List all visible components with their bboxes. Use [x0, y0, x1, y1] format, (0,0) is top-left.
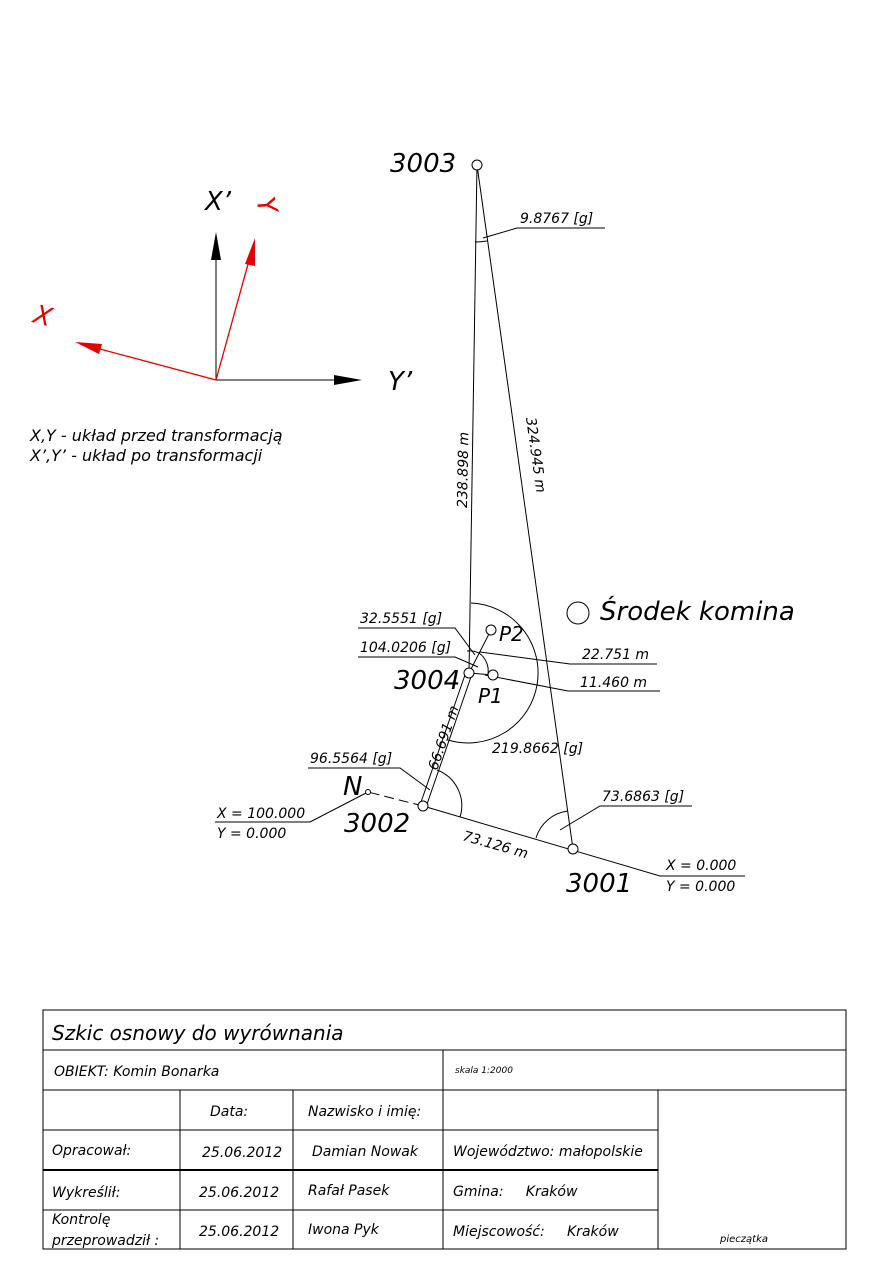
label-3001: 3001: [566, 869, 632, 899]
angle-73: 73.6863 [g]: [602, 789, 684, 805]
x-prime-arrow-icon: [211, 232, 221, 260]
dist-3003-3001: 324.945 m: [522, 416, 548, 493]
scale: skala 1:2000: [455, 1066, 513, 1076]
row-role: Opracował:: [52, 1143, 131, 1159]
col-name: Nazwisko i imię:: [308, 1104, 421, 1120]
title-block: Szkic osnowy do wyrównania OBIEKT: Komin…: [42, 1009, 847, 1250]
chimney-center: [566, 601, 590, 625]
legend-line-1: X,Y - układ przed transformacją: [29, 426, 283, 445]
row-date: 25.06.2012: [202, 1145, 282, 1161]
legend-line-2: X’,Y’ - układ po transformacji: [29, 446, 263, 465]
point-3001: [567, 843, 579, 855]
point-p1: [487, 669, 499, 681]
dist-p2: 22.751 m: [582, 647, 649, 663]
angle-96: 96.5564 [g]: [310, 751, 392, 767]
leader-n-coords: [215, 791, 369, 823]
col-date: Data:: [210, 1104, 248, 1120]
network: [215, 164, 745, 877]
label-3002: 3002: [344, 809, 410, 839]
line-3002-n: [367, 791, 424, 807]
line-3003-3001: [476, 164, 574, 850]
leader-a32: [358, 627, 476, 656]
x-red-label: X: [28, 299, 56, 333]
row-info: Województwo: małopolskie: [453, 1144, 643, 1160]
y-prime-arrow-icon: [334, 375, 362, 385]
y-red-arrow-icon: [245, 238, 255, 266]
row-info: Miejscowość: Kraków: [453, 1224, 619, 1240]
point-n: [365, 789, 371, 795]
angle-arc-3004: [447, 602, 539, 744]
coord-n-y: Y = 0.000: [217, 826, 286, 842]
leader-a96: [308, 767, 431, 791]
row-date: 25.06.2012: [199, 1185, 279, 1201]
leader-a3003: [482, 227, 605, 239]
angle-32: 32.5551 [g]: [360, 611, 442, 627]
line-3004-3002-a: [419, 671, 467, 806]
label-chimney: Środek komina: [600, 595, 795, 627]
x-red-arrow-icon: [75, 342, 102, 354]
label-3003: 3003: [390, 149, 456, 179]
labels: 3003 3004 3002 3001 N P1 P2 Środek komin…: [216, 149, 795, 899]
leader-a73: [559, 805, 692, 831]
y-prime-label: Y’: [388, 367, 413, 397]
label-3004: 3004: [394, 666, 460, 696]
row-name: Rafał Pasek: [308, 1183, 390, 1199]
angle-219: 219.8662 [g]: [492, 741, 583, 757]
label-p2: P2: [499, 622, 524, 646]
leader-dp2: [479, 651, 657, 665]
point-3004: [463, 667, 475, 679]
point-p2: [485, 624, 497, 636]
points: [365, 159, 590, 855]
row-name: Damian Nowak: [312, 1144, 419, 1160]
point-3003: [471, 159, 483, 171]
dist-3002-3001: 73.126 m: [461, 828, 530, 862]
angle-arc-p2: [466, 650, 480, 654]
row-role: Kontrolę: [52, 1212, 110, 1228]
object-name: OBIEKT: Komin Bonarka: [54, 1064, 219, 1080]
line-3004-p2: [468, 629, 492, 674]
angle-arc-p1: [478, 652, 489, 675]
row-role-cont: przeprowadził :: [51, 1233, 159, 1249]
title: Szkic osnowy do wyrównania: [52, 1021, 344, 1045]
angle-3003: 9.8767 [g]: [520, 211, 593, 227]
angle-arc-3002: [436, 769, 463, 818]
x-red-axis: [84, 344, 217, 381]
stamp-label: pieczątka: [719, 1234, 768, 1245]
label-n: N: [343, 772, 362, 802]
row-info: Gmina: Kraków: [453, 1184, 578, 1200]
y-red-label: Y: [249, 194, 283, 219]
angle-104: 104.0206 [g]: [360, 640, 451, 656]
row-role: Wykreślił:: [52, 1185, 120, 1201]
axes-diagram: X’ Y’ Y X X,Y - układ przed transformacj…: [28, 187, 413, 465]
coord-3001-y: Y = 0.000: [666, 879, 735, 895]
x-prime-label: X’: [203, 187, 232, 217]
dist-3003-3004: 238.898 m: [455, 432, 472, 508]
angle-arc-3003: [474, 240, 488, 243]
point-3002: [417, 800, 429, 812]
line-3002-3001: [422, 805, 661, 877]
leader-dp1: [484, 674, 660, 692]
line-3003-3004: [468, 164, 478, 674]
dist-3004-3002: 66.691 m: [426, 704, 463, 773]
dist-p1: 11.460 m: [580, 675, 647, 691]
coord-n-x: X = 100.000: [216, 806, 305, 822]
y-red-axis: [215, 245, 254, 381]
row-date: 25.06.2012: [199, 1224, 279, 1240]
leader-a104: [358, 656, 479, 668]
label-p1: P1: [478, 684, 503, 708]
coord-3001-x: X = 0.000: [665, 858, 736, 874]
row-name: Iwona Pyk: [308, 1222, 380, 1238]
angle-arc-3001: [535, 810, 569, 839]
